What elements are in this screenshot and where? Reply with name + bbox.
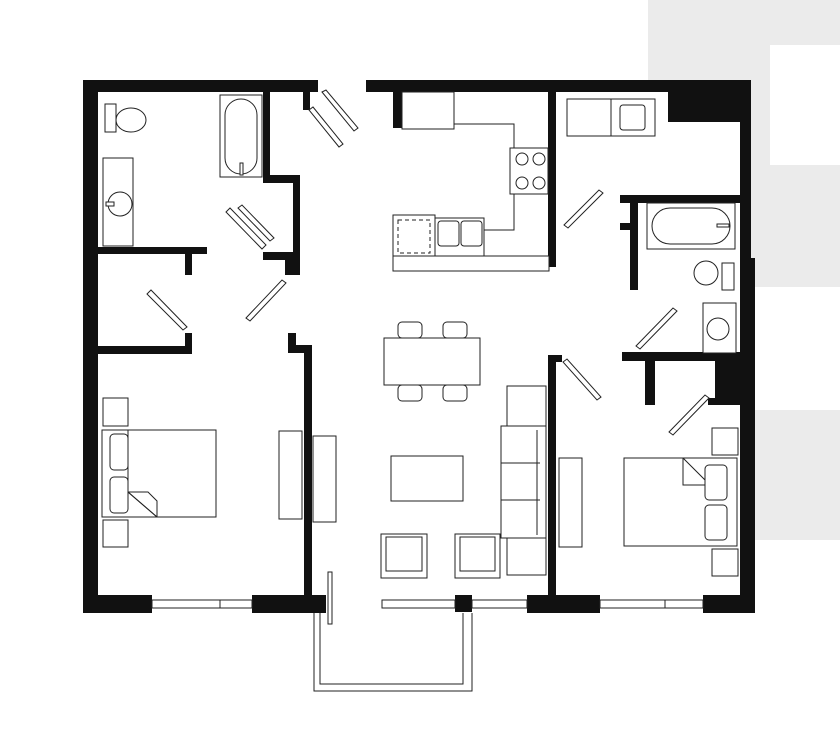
- washer: [566, 98, 612, 137]
- sink-right: [706, 317, 730, 341]
- toilet-bowl-right: [693, 260, 719, 286]
- doors: [146, 89, 710, 625]
- right-bedroom-furniture: [558, 427, 739, 577]
- fridge: [401, 91, 455, 130]
- dresser-right: [558, 457, 583, 548]
- left-bedroom-furniture: [101, 397, 303, 548]
- dishwasher: [392, 214, 436, 257]
- nightstand: [711, 548, 739, 577]
- door-bedroom-right: [562, 358, 602, 401]
- nightstand: [102, 519, 129, 548]
- door-bathroom: [225, 207, 267, 250]
- toilet-tank: [104, 103, 117, 133]
- windows: [151, 599, 704, 609]
- door-balcony: [327, 571, 333, 625]
- door-closet-right: [668, 394, 710, 436]
- kitchen-counter: [392, 255, 550, 272]
- balcony: [313, 613, 473, 692]
- sofa: [500, 425, 547, 539]
- toilet-bowl: [115, 107, 147, 133]
- door-entry-left: [321, 89, 359, 132]
- door-bedroom-left: [245, 279, 287, 322]
- side-table: [506, 537, 547, 576]
- right-bathroom-fixtures: [646, 202, 737, 354]
- laundry: [566, 98, 656, 137]
- door-laundry: [563, 189, 604, 229]
- door-bathroom-right: [635, 307, 678, 350]
- tv-stand: [312, 435, 337, 523]
- left-bathroom-fixtures: [102, 94, 263, 247]
- kitchen: [392, 91, 550, 272]
- stove: [509, 147, 549, 195]
- exterior-walls: [83, 80, 755, 613]
- living-dining-furniture: [312, 321, 547, 579]
- toilet-tank-right: [721, 262, 735, 291]
- nightstand: [102, 397, 129, 427]
- nightstand: [711, 427, 739, 456]
- coffee-table: [390, 455, 464, 502]
- interior-walls: [98, 92, 740, 597]
- dining-table: [383, 337, 481, 386]
- side-table: [506, 385, 547, 427]
- dresser: [278, 430, 303, 520]
- door-closet-left: [146, 289, 188, 331]
